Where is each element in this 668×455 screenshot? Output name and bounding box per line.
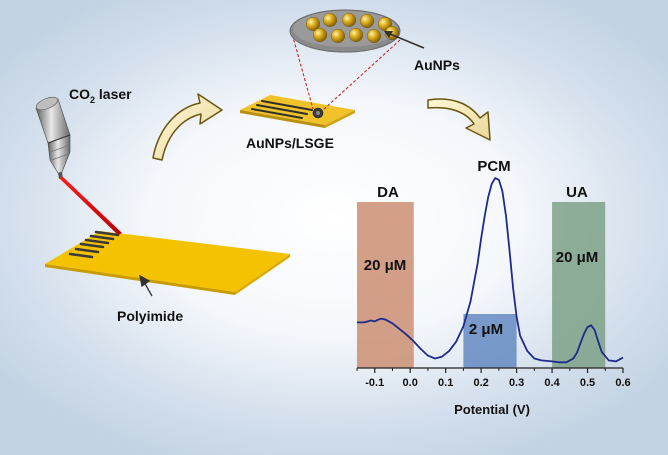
concentration-label-ua: 20 μM <box>556 249 599 266</box>
gold-nanoparticle <box>306 17 321 32</box>
peak-label-pcm: PCM <box>477 158 510 175</box>
co2-laser-icon <box>35 96 71 179</box>
aunps-zoom-disk <box>289 9 401 53</box>
region-pcm <box>463 314 517 368</box>
aunps-pointer-icon <box>384 31 425 49</box>
process-arrow-1-icon <box>152 93 223 161</box>
electrode-label: AuNPs/LSGE <box>246 135 334 151</box>
x-tick-label: 0.0 <box>403 377 418 389</box>
voltammogram-line <box>357 177 624 364</box>
polyimide-sheet <box>45 231 290 295</box>
zoom-lines <box>290 29 401 111</box>
gold-nanoparticle <box>323 12 338 28</box>
x-tick-label: 0.5 <box>580 377 595 389</box>
co2-laser-label: CO2 laser <box>69 86 132 105</box>
gold-nanoparticle <box>331 29 346 44</box>
x-axis-label: Potential (V) <box>454 402 530 417</box>
aunps-lsge-electrode <box>240 95 355 128</box>
gold-nanoparticle <box>342 12 357 28</box>
region-da <box>357 202 414 368</box>
region-ua <box>552 202 606 368</box>
polyimide-label: Polyimide <box>117 308 183 324</box>
x-tick-label: 0.6 <box>615 377 630 389</box>
laser-scribed-electrodes <box>68 230 120 259</box>
x-tick-label: 0.3 <box>509 377 524 389</box>
process-arrow-2-icon <box>427 98 491 141</box>
peak-label-da: DA <box>377 184 399 201</box>
peak-label-ua: UA <box>566 184 588 201</box>
gold-nanoparticle <box>313 28 328 43</box>
gold-nanoparticle <box>360 13 375 29</box>
gold-nanoparticle <box>349 28 364 43</box>
x-tick-label: 0.1 <box>438 377 453 389</box>
x-tick-label: 0.4 <box>544 377 560 389</box>
laser-beam <box>59 177 122 235</box>
pointer-arrow-icon <box>139 274 153 297</box>
concentration-label-pcm: 2 μM <box>469 321 503 338</box>
gold-nanoparticle <box>367 29 382 44</box>
concentration-label-da: 20 μM <box>364 257 407 274</box>
x-tick-label: 0.2 <box>473 377 488 389</box>
x-tick-label: -0.1 <box>365 377 384 389</box>
aunps-label: AuNPs <box>414 57 460 73</box>
